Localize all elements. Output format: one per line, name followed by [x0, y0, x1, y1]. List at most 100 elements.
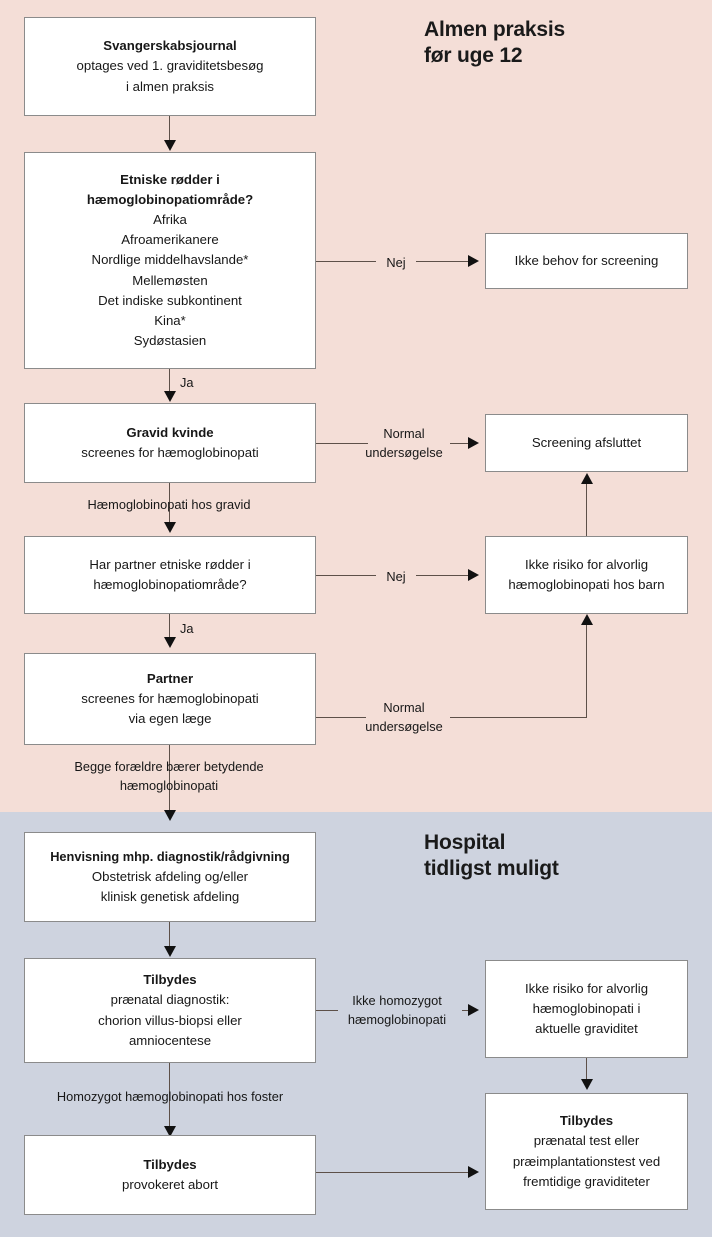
node-line: aktuelle graviditet [535, 1021, 638, 1037]
arrow-down-icon [164, 946, 176, 957]
edge-label-ikke-homozygot: Ikke homozygot hæmoglobinopati [347, 993, 447, 1027]
connector-line [316, 1010, 338, 1011]
edge-label-nej-1: Nej [386, 255, 406, 270]
arrow-right-icon [468, 437, 479, 449]
arrow-down-icon [164, 810, 176, 821]
connector-line [169, 745, 170, 813]
list-item: Nordlige middelhavslande* [91, 252, 249, 268]
node-title: Etniske rødder i [120, 172, 220, 188]
node-line: amniocentese [128, 1032, 212, 1048]
node-line: præimplantationstest ved [512, 1153, 661, 1169]
node-line: Screening afsluttet [531, 434, 642, 450]
connector-line [169, 116, 170, 143]
node-partner[interactable]: Partner screenes for hæmoglobinopati via… [24, 653, 316, 745]
arrow-down-icon [581, 1079, 593, 1090]
edge-label-nej-2: Nej [386, 569, 406, 584]
node-svangerskabsjournal[interactable]: Svangerskabsjournal optages ved 1. gravi… [24, 17, 316, 116]
arrow-up-icon [581, 614, 593, 625]
edge-label-normal-undersoegelse-2: Normal undersøgelse [365, 700, 443, 734]
connector-line [416, 261, 469, 262]
connector-line [169, 614, 170, 639]
edge-label-homozygot-foster: Homozygot hæmoglobinopati hos foster [56, 1089, 284, 1104]
node-ikke-risiko-hos-barn[interactable]: Ikke risiko for alvorlig hæmoglobinopati… [485, 536, 688, 614]
list-item: Kina* [154, 312, 186, 328]
connector-line [586, 483, 587, 536]
node-line: Obstetrisk afdeling og/eller [91, 868, 249, 884]
node-line: optages ved 1. graviditetsbesøg [76, 58, 264, 74]
list-item: Afrika [153, 212, 187, 228]
edge-label-ja-1: Ja [180, 375, 194, 390]
connector-line [169, 483, 170, 528]
connector-line [586, 1058, 587, 1082]
node-line: prænatal test eller [533, 1133, 640, 1149]
node-screening-afsluttet[interactable]: Screening afsluttet [485, 414, 688, 472]
node-gravid-kvinde[interactable]: Gravid kvinde screenes for hæmoglobinopa… [24, 403, 316, 483]
node-ikke-risiko-aktuelle-graviditet[interactable]: Ikke risiko for alvorlig hæmoglobinopati… [485, 960, 688, 1058]
node-henvisning[interactable]: Henvisning mhp. diagnostik/rådgivning Ob… [24, 832, 316, 922]
edge-label-begge-foraeldre: Begge forældre bærer betydende hæmoglobi… [74, 759, 264, 793]
section-title-almen-praksis: Almen praksis før uge 12 [424, 18, 565, 67]
node-title: Tilbydes [559, 1113, 614, 1129]
arrow-down-icon [164, 522, 176, 533]
connector-line [316, 1172, 469, 1173]
node-ikke-behov-for-screening[interactable]: Ikke behov for screening [485, 233, 688, 289]
list-item: Det indiske subkontinent [98, 292, 242, 308]
connector-line [316, 717, 366, 718]
connector-line [316, 261, 376, 262]
node-tilbydes-provokeret-abort[interactable]: Tilbydes provokeret abort [24, 1135, 316, 1215]
node-line: i almen praksis [126, 78, 214, 94]
list-item: Mellemøsten [132, 272, 208, 288]
node-line: Ikke behov for screening [514, 252, 659, 268]
connector-line [450, 443, 469, 444]
node-line: Ikke risiko for alvorlig [524, 556, 649, 572]
node-tilbydes-praenatal-test[interactable]: Tilbydes prænatal test eller præimplanta… [485, 1093, 688, 1210]
node-title: Henvisning mhp. diagnostik/rådgivning [50, 849, 290, 865]
node-line: hæmoglobinopatiområde? [93, 577, 247, 592]
node-title: Svangerskabsjournal [103, 38, 237, 54]
list-item: Afroamerikanere [121, 232, 219, 248]
arrow-up-icon [581, 473, 593, 484]
node-title: Tilbydes [143, 972, 197, 988]
arrow-right-icon [468, 569, 479, 581]
node-line: Har partner etniske rødder i [89, 556, 251, 572]
node-line: screenes for hæmoglobinopati [81, 445, 259, 460]
connector-line [450, 717, 587, 718]
arrow-down-icon [164, 1126, 176, 1137]
node-title: Gravid kvinde [126, 424, 214, 440]
arrow-right-icon [468, 1004, 479, 1016]
node-line: Ikke risiko for alvorlig [524, 980, 649, 996]
connector-line [169, 1063, 170, 1129]
node-line: provokeret abort [121, 1177, 219, 1192]
connector-line [586, 625, 587, 717]
node-title: Tilbydes [143, 1156, 197, 1172]
arrow-down-icon [164, 140, 176, 151]
node-etniske-roedder[interactable]: Etniske rødder i hæmoglobinopatiområde? … [24, 152, 316, 369]
node-title: Partner [146, 670, 194, 686]
node-line: hæmoglobinopati i [532, 1000, 641, 1016]
connector-line [316, 575, 376, 576]
connector-line [462, 1010, 469, 1011]
node-har-partner-etniske-roedder[interactable]: Har partner etniske rødder i hæmoglobino… [24, 536, 316, 614]
arrow-right-icon [468, 255, 479, 267]
node-line: prænatal diagnostik: [110, 992, 230, 1008]
arrow-right-icon [468, 1166, 479, 1178]
node-line: screenes for hæmoglobinopati [81, 690, 259, 706]
node-line: klinisk genetisk afdeling [100, 888, 240, 904]
connector-line [316, 443, 368, 444]
list-item: Sydøstasien [133, 332, 207, 348]
connector-line [416, 575, 469, 576]
connector-line [169, 922, 170, 949]
node-tilbydes-praenatal-diagnostik[interactable]: Tilbydes prænatal diagnostik: chorion vi… [24, 958, 316, 1063]
node-line: chorion villus-biopsi eller [98, 1012, 242, 1028]
arrow-down-icon [164, 637, 176, 648]
edge-label-normal-undersoegelse-1: Normal undersøgelse [365, 426, 443, 460]
connector-line [169, 369, 170, 394]
node-line: hæmoglobinopati hos barn [508, 577, 665, 592]
section-title-hospital: Hospital tidligst muligt [424, 831, 559, 880]
edge-label-ja-2: Ja [180, 621, 194, 636]
node-line: via egen læge [128, 711, 212, 727]
node-title: hæmoglobinopatiområde? [86, 192, 254, 208]
edge-label-haemoglobinopati-hos-gravid: Hæmoglobinopati hos gravid [87, 497, 251, 512]
arrow-down-icon [164, 391, 176, 402]
